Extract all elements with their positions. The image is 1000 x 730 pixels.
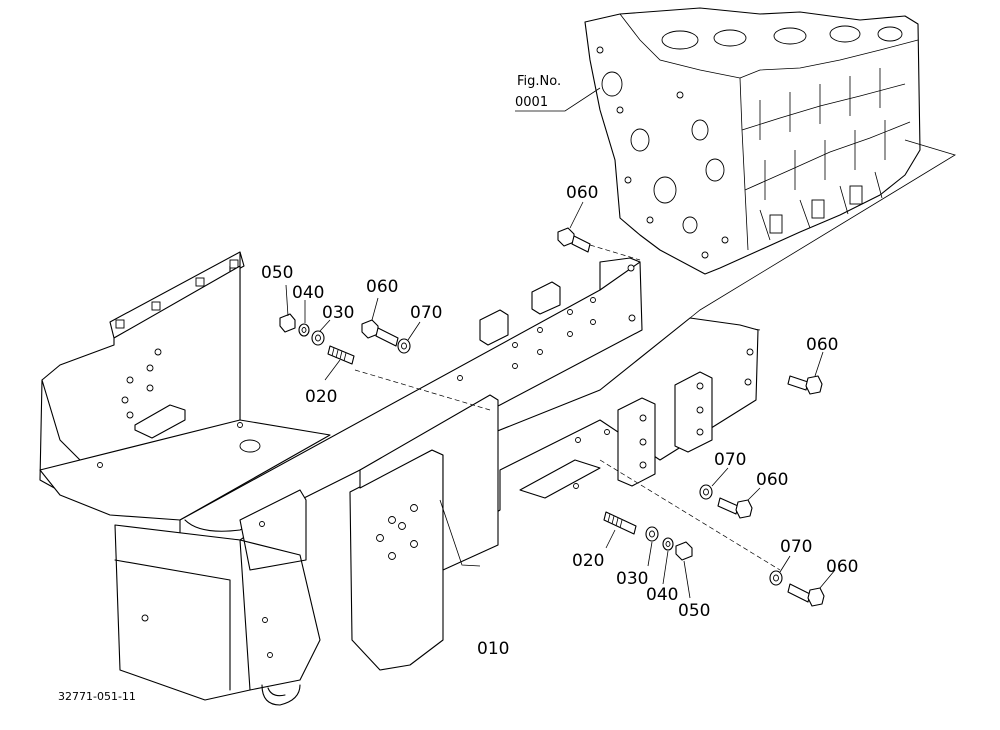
label-washer-left: 030 (322, 303, 354, 323)
fasteners-right (557, 227, 825, 607)
leader-lines (285, 201, 836, 599)
drawing-code: 32771-051-11 (58, 690, 136, 703)
label-stud-left: 020 (305, 387, 337, 407)
label-lockwasher-right: 040 (646, 585, 678, 605)
label-bolt-right-mid: 060 (756, 470, 788, 490)
label-lockwasher-left: 040 (292, 283, 324, 303)
callout-labels: 010 020 030 040 050 060 070 060 060 070 … (261, 183, 858, 659)
label-frame: 010 (477, 639, 509, 659)
label-bolt-right-upper: 060 (806, 335, 838, 355)
figure-ref-line1: Fig.No. (517, 74, 561, 89)
fasteners-left (279, 313, 411, 365)
label-washer-b-left: 070 (410, 303, 442, 323)
label-washer-right: 030 (616, 569, 648, 589)
label-stud-right: 020 (572, 551, 604, 571)
label-bolt-top: 060 (566, 183, 598, 203)
label-nut-right: 050 (678, 601, 710, 621)
figure-reference: Fig.No. 0001 (515, 74, 601, 112)
label-washer-right-mid: 070 (714, 450, 746, 470)
label-bolt-left: 060 (366, 277, 398, 297)
label-washer-right-low: 070 (780, 537, 812, 557)
figure-ref-line2: 0001 (515, 95, 548, 110)
label-nut-left: 050 (261, 263, 293, 283)
label-bolt-right-low: 060 (826, 557, 858, 577)
engine-block (584, 7, 956, 331)
front-frame (39, 244, 781, 706)
